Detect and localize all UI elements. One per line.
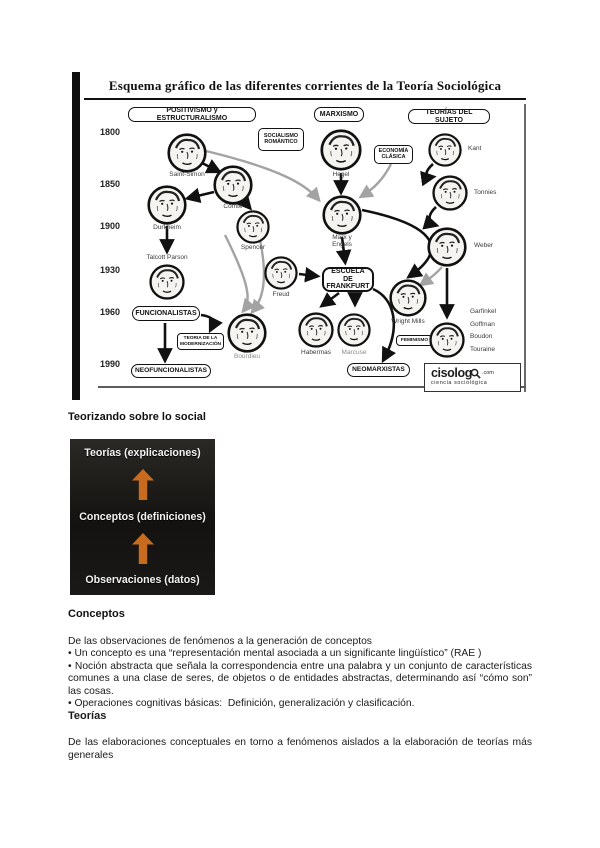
portrait-habermas (298, 312, 334, 348)
portrait-tonnies (432, 175, 468, 211)
tag-teoria-de-la-modernizacion: TEORIA DE LA MODERNIZACIÓN (177, 333, 224, 350)
label-durkheim: Durkheim (153, 224, 181, 231)
diagram-right-border (524, 104, 526, 392)
label-marx-engels: Marx y Engels (332, 234, 352, 248)
conceptos-bullet-2: • Noción abstracta que señala la corresp… (68, 660, 535, 697)
body-text-column: Conceptos De las observaciones de fenóme… (68, 608, 532, 762)
year-1930: 1930 (99, 265, 120, 275)
label-wright-mills: Wright Mills (391, 318, 425, 325)
sociology-currents-diagram: Esquema gráfico de las diferentes corrie… (72, 72, 528, 400)
level-teorias: Teorías (explicaciones) (84, 447, 201, 459)
tag-socialismo-romantico: SOCIALISMO ROMÁNTICO (258, 128, 304, 151)
portrait-spencer (236, 210, 270, 244)
label-spencer: Spencer (240, 244, 266, 251)
year-1990: 1990 (99, 359, 120, 369)
portrait-comte (213, 165, 253, 205)
label-saint-simon: Saint-Simon (169, 171, 205, 178)
cisolog-logo: cisolog .com ciencia sociológica (424, 363, 521, 392)
portrait-freud (264, 256, 298, 290)
portrait-weber (427, 227, 467, 267)
label-comte: Comte (223, 203, 243, 210)
up-arrow-icon (131, 532, 154, 564)
logo-tld-text: .com (481, 370, 494, 376)
portrait-kant (428, 133, 462, 167)
heading-teorias: Teorías (68, 710, 107, 723)
black-influence-arrows (157, 159, 455, 364)
conceptos-bullet-1: • Un concepto es una “representación men… (68, 648, 482, 660)
portrait-talcott-parsons (149, 264, 185, 300)
conceptos-bullet-3: • Operaciones cognitivas básicas: Defini… (68, 698, 415, 710)
gray-influence-arrows (205, 149, 443, 315)
branch-positivismo: POSITIVISMO y ESTRUCTURALISMO (128, 107, 256, 122)
branch-marxismo: MARXISMO (314, 107, 364, 122)
label-freud: Freud (272, 291, 290, 298)
branch-teorias-del-sujeto: TEORÍAS DEL SUJETO (408, 109, 490, 124)
year-1850: 1850 (99, 179, 120, 189)
diagram-bottom-rule (98, 386, 526, 388)
portrait-marx-engels (322, 195, 362, 235)
label-etno-group: Garfinkel Goffman Boudon Touraine (470, 308, 497, 354)
tag-funcionalistas: FUNCIONALISTAS (132, 306, 200, 321)
tag-economia-clasica: ECONOMÍA CLÁSICA (374, 145, 413, 164)
portrait-marcuse (337, 313, 371, 347)
year-1960: 1960 (99, 307, 120, 317)
year-1800: 1800 (99, 127, 120, 137)
level-conceptos: Conceptos (definiciones) (79, 510, 206, 523)
logo-brand-text: cisolog (431, 366, 472, 380)
label-marcuse: Marcuse (341, 349, 367, 356)
label-hegel: Hegel (332, 171, 350, 178)
label-weber: Weber (474, 242, 494, 249)
label-kant: Kant (468, 145, 482, 152)
magnifier-icon (470, 368, 481, 379)
portrait-hegel (320, 129, 362, 171)
diagram-arrows (157, 149, 455, 364)
portrait-saint-simon (167, 133, 207, 173)
logo-tagline: ciencia sociológica (431, 380, 488, 386)
label-bourdieu: Bourdieu (233, 353, 261, 360)
portrait-wright-mills (389, 279, 427, 317)
levels-of-theorizing-box: Teorías (explicaciones) Conceptos (defin… (70, 439, 215, 595)
portrait-etnometodologos (429, 322, 465, 358)
portrait-bourdieu (227, 313, 267, 353)
label-tonnies: Tonnies (474, 189, 497, 196)
tag-feminismo: FEMINISMO (396, 335, 433, 346)
heading-teorizando: Teorizando sobre lo social (68, 411, 206, 423)
label-talcott-parsons: Talcott Parson (146, 254, 188, 261)
tag-escuela-de-frankfurt: ESCUELA DE FRANKFURT (322, 267, 374, 292)
diagram-left-bar (72, 72, 80, 400)
conceptos-intro: De las observaciones de fenómenos a la g… (68, 636, 372, 647)
tag-neomarxistas: NEOMARXISTAS (347, 363, 410, 377)
heading-conceptos: Conceptos (68, 608, 125, 620)
diagram-title: Esquema gráfico de las diferentes corrie… (84, 78, 526, 100)
up-arrow-icon (131, 469, 154, 501)
portrait-durkheim (147, 185, 187, 225)
teorias-body: De las elaboraciones conceptuales en tor… (68, 737, 535, 761)
tag-neofuncionalistas: NEOFUNCIONALISTAS (131, 364, 211, 378)
year-1900: 1900 (99, 221, 120, 231)
label-habermas: Habermas (301, 349, 331, 356)
level-observaciones: Observaciones (datos) (85, 574, 200, 586)
